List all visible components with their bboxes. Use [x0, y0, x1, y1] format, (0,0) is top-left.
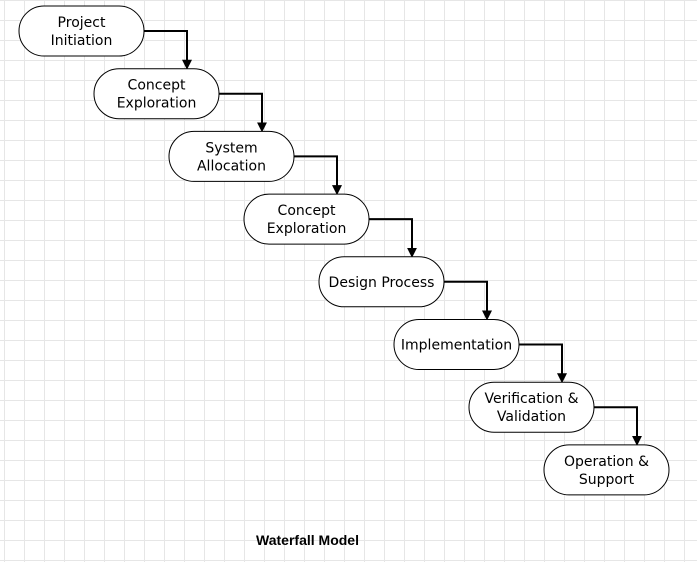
stage-node[interactable]: Implementation [393, 319, 520, 370]
stage-shape [18, 5, 145, 57]
stage-label: Operation & [564, 454, 649, 470]
stage-label: Allocation [197, 158, 266, 174]
stage-node[interactable]: Operation & Support [543, 444, 670, 496]
stage-node[interactable]: Design Process [318, 256, 445, 308]
stage-shape [393, 319, 520, 370]
stage-shape [543, 444, 670, 496]
stage-label: Verification & [484, 391, 578, 407]
stage-label: Support [579, 472, 635, 488]
stage-label: Concept [128, 78, 186, 94]
stage-label: Project [58, 15, 106, 31]
connector-arrow [519, 343, 567, 384]
stage-label: System [205, 140, 257, 156]
stage-shape [168, 130, 295, 182]
stage-shape [243, 193, 370, 245]
connector-arrow [444, 280, 492, 321]
stage-shape [468, 381, 595, 433]
connector-arrow [219, 92, 267, 133]
stage-shape [318, 256, 445, 308]
connector-arrow [294, 155, 342, 196]
stage-label: Validation [497, 409, 566, 425]
stage-label: Exploration [267, 221, 347, 237]
connector-arrow [144, 30, 192, 70]
stage-label: Initiation [51, 33, 113, 49]
stage-label: Implementation [401, 338, 512, 354]
stage-node[interactable]: Verification & Validation [468, 381, 595, 433]
connector-arrow [594, 406, 642, 446]
connector-arrow [369, 218, 417, 258]
stage-layer: ProjectInitiationConceptExplorationSyste… [18, 5, 670, 496]
diagram-caption: Waterfall Model [256, 532, 359, 548]
stage-shape [93, 68, 220, 120]
stage-label: Concept [278, 203, 336, 219]
stage-label: Design Process [329, 275, 435, 291]
connector-layer [144, 30, 642, 446]
stage-label: Exploration [117, 96, 197, 112]
